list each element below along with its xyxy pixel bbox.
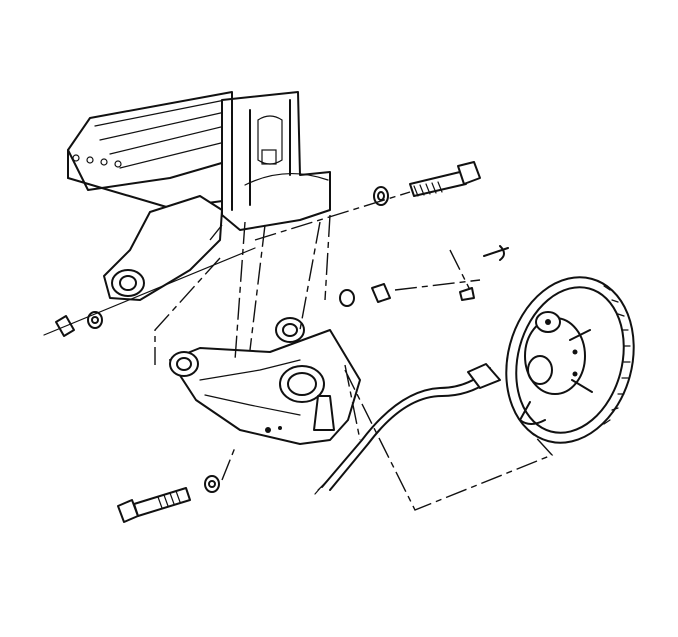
upper-bolt-centerline bbox=[254, 191, 411, 241]
lower-mount-bolt bbox=[117, 487, 191, 523]
spring-tower bbox=[221, 91, 331, 231]
middle-nut-washer bbox=[339, 283, 391, 307]
brake-drum bbox=[505, 276, 635, 444]
left-nut-centerline bbox=[43, 247, 256, 336]
retaining-clip bbox=[449, 245, 509, 301]
frame-rail bbox=[67, 91, 233, 209]
lower-bolt-centerline bbox=[221, 444, 237, 481]
lower-control-arm bbox=[169, 317, 361, 445]
upper-mount-bolt bbox=[409, 161, 481, 197]
left-nut-washer bbox=[55, 311, 103, 337]
lower-mount-washer bbox=[204, 475, 220, 493]
middle-centerline bbox=[394, 279, 481, 291]
frame-bracket bbox=[103, 195, 223, 301]
bracket-to-arm-outline bbox=[154, 214, 331, 365]
parking-brake-cable bbox=[314, 363, 554, 511]
